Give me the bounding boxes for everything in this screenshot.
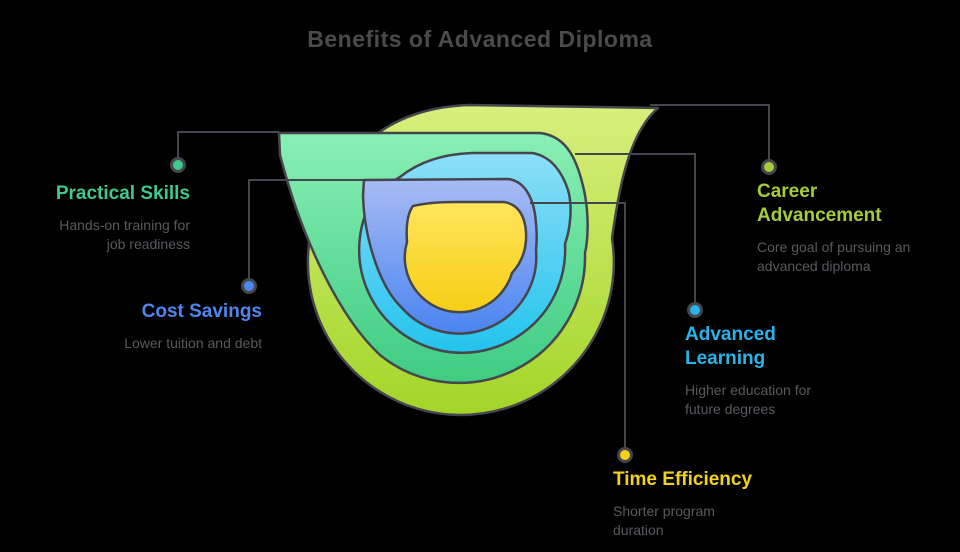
benefit-practical-skills: Practical Skills Hands-on training for j… [40, 182, 190, 253]
time-efficiency-layer-shape [403, 200, 528, 314]
time-efficiency-connector-line [530, 202, 626, 448]
practical-skills-marker-dot [170, 157, 186, 173]
cost-savings-connector-line [248, 179, 366, 279]
benefit-label: Cost Savings [141, 301, 262, 322]
career-advancement-connector-line [650, 104, 770, 159]
benefit-description: Shorter program duration [613, 503, 715, 538]
benefit-description: Lower tuition and debt [124, 335, 262, 351]
cost-savings-marker-dot [241, 278, 257, 294]
benefit-description: Higher education for future degrees [685, 382, 812, 417]
time-efficiency-marker-dot [617, 447, 633, 463]
benefit-cost-savings: Cost Savings Lower tuition and debt [102, 300, 262, 353]
advanced-learning-connector-line [575, 153, 696, 303]
benefit-career-advancement: Career Advancement Core goal of pursuing… [757, 180, 935, 275]
benefit-description: Core goal of pursuing an advanced diplom… [757, 239, 911, 274]
advanced-learning-marker-dot [687, 302, 703, 318]
benefit-label: Advanced Learning [685, 324, 776, 369]
career-advancement-marker-dot [761, 159, 777, 175]
benefit-description: Hands-on training for job readiness [59, 217, 190, 252]
benefit-advanced-learning: Advanced Learning Higher education for f… [685, 323, 835, 418]
page-title: Benefits of Advanced Diploma [307, 26, 653, 52]
practical-skills-connector-line [177, 131, 279, 158]
benefit-label: Career Advancement [757, 181, 882, 226]
benefit-label: Time Efficiency [613, 469, 753, 490]
benefit-time-efficiency: Time Efficiency Shorter program duration [613, 468, 773, 539]
benefit-label: Practical Skills [55, 183, 190, 204]
